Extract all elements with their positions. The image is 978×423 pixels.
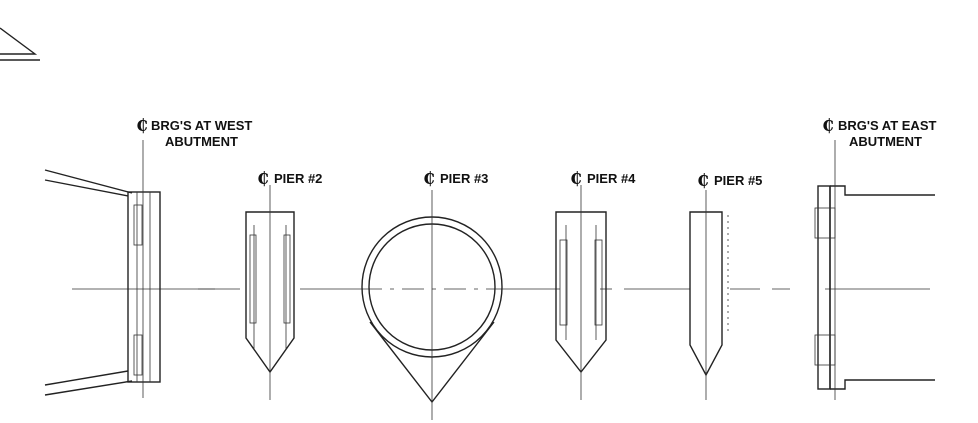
pier-4 <box>555 185 607 400</box>
north-arrow-icon <box>0 27 40 61</box>
east-label-line1: BRG'S AT EAST <box>838 118 936 133</box>
pier-3 <box>361 190 503 420</box>
cl-symbol-pier2: ₵ <box>257 169 269 189</box>
cl-symbol-east: ₵ <box>822 116 834 136</box>
cl-symbol-pier3: ₵ <box>423 169 435 189</box>
west-abutment <box>44 140 161 398</box>
pier4-label: PIER #4 <box>587 171 636 186</box>
pier-2 <box>245 185 295 400</box>
pier2-label: PIER #2 <box>274 171 322 186</box>
west-label-line2: ABUTMENT <box>165 134 238 149</box>
west-abutment-label: ₵ BRG'S AT WEST ABUTMENT <box>136 116 252 149</box>
east-abutment <box>814 140 935 400</box>
pier5-label: PIER #5 <box>714 173 762 188</box>
pier-5 <box>689 190 729 400</box>
east-abutment-label: ₵ BRG'S AT EAST ABUTMENT <box>822 116 936 149</box>
west-label-line1: BRG'S AT WEST <box>151 118 252 133</box>
cl-symbol-pier4: ₵ <box>570 169 582 189</box>
cl-symbol-west: ₵ <box>136 116 148 136</box>
east-label-line2: ABUTMENT <box>849 134 922 149</box>
cl-symbol-pier5: ₵ <box>697 171 709 191</box>
pier3-label: PIER #3 <box>440 171 488 186</box>
